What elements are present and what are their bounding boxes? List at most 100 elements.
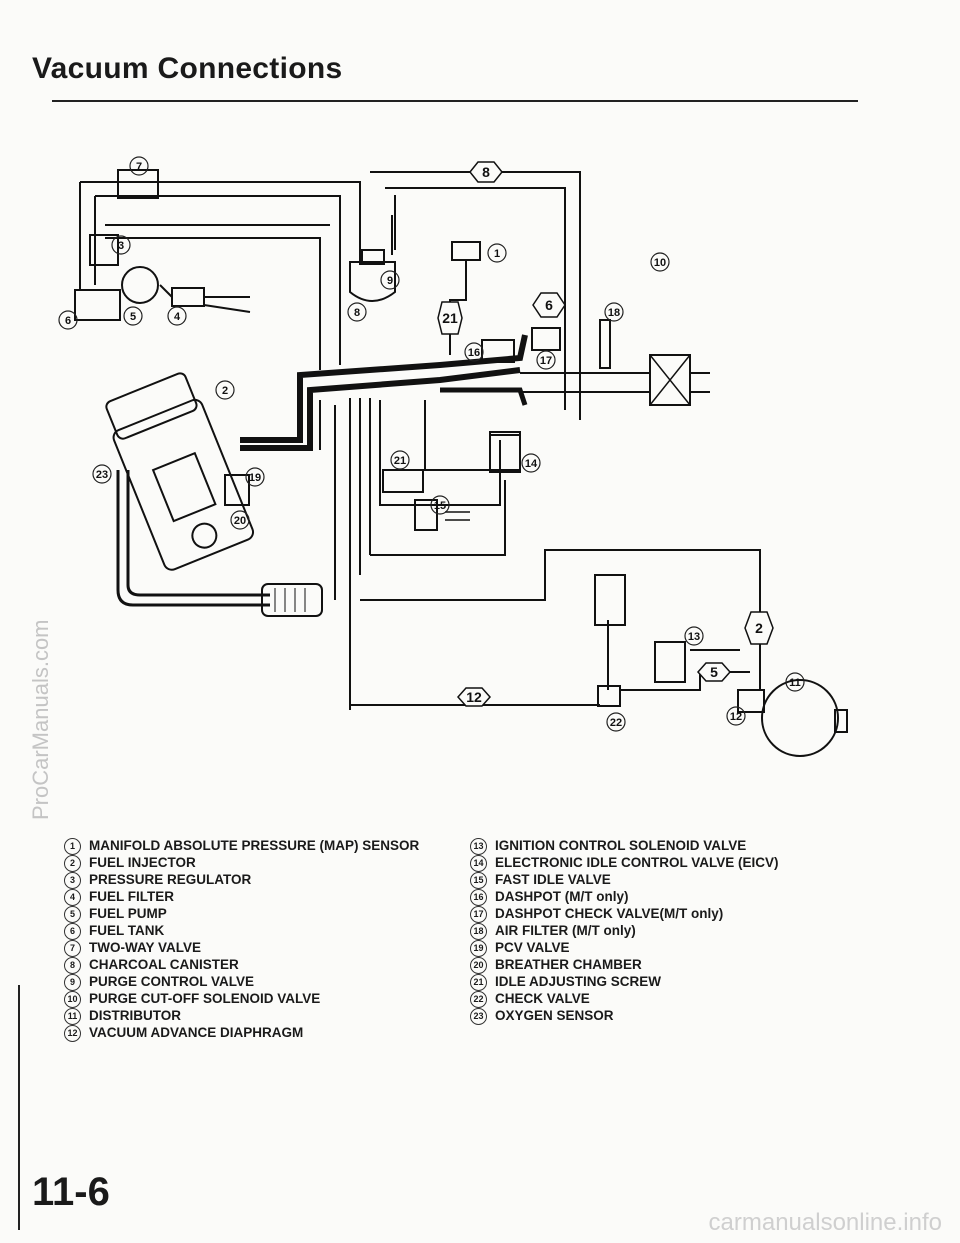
callout-8: 8 — [354, 307, 360, 319]
fuel-tank — [74, 289, 121, 321]
callout-5-circle — [123, 306, 143, 326]
legend-number: 2 — [64, 855, 81, 872]
callout-22-circle — [606, 712, 626, 732]
distributor — [761, 679, 839, 757]
callout-12-circle — [726, 706, 746, 726]
distributor-diaphragm — [737, 689, 765, 713]
hose-eicv — [370, 434, 521, 556]
legend-label: FUEL TANK — [89, 923, 165, 939]
callout-17-circle — [536, 350, 556, 370]
callout-5: 5 — [130, 311, 136, 323]
legend-item: 6 FUEL TANK — [64, 923, 419, 940]
legend-label: AIR FILTER (M/T only) — [495, 923, 636, 939]
pressure-regulator — [89, 234, 119, 266]
callout-10-circle — [650, 252, 670, 272]
legend-label: FUEL FILTER — [89, 889, 174, 905]
callout-8-circle — [347, 302, 367, 322]
legend-number: 8 — [64, 957, 81, 974]
callout-18: 18 — [608, 307, 620, 319]
callout-17: 17 — [540, 355, 552, 367]
callout-7: 7 — [136, 161, 142, 173]
callouts — [58, 156, 805, 732]
legend-label: FUEL PUMP — [89, 906, 167, 922]
legend-label: CHECK VALVE — [495, 991, 590, 1007]
legend-number: 10 — [64, 991, 81, 1008]
hose-loop-2 — [360, 549, 761, 690]
callout-11: 11 — [789, 677, 801, 689]
hose-tag-12: 12 — [466, 689, 482, 705]
legend-item: 4 FUEL FILTER — [64, 889, 419, 906]
two-way-valve — [117, 169, 159, 199]
map-sensor — [451, 241, 481, 261]
legend-label: FUEL INJECTOR — [89, 855, 196, 871]
legend-label: ELECTRONIC IDLE CONTROL VALVE (EICV) — [495, 855, 779, 871]
callout-14: 14 — [525, 458, 538, 470]
callout-23-circle — [92, 464, 112, 484]
callout-6-circle — [58, 310, 78, 330]
fuel-pump — [121, 266, 159, 304]
distributor-connector — [834, 709, 848, 733]
catalytic-converter — [261, 583, 323, 617]
eicv-body — [489, 431, 521, 473]
legend-number: 20 — [470, 957, 487, 974]
callout-1: 1 — [494, 248, 500, 260]
hose-tag-2: 2 — [755, 620, 763, 636]
hose-tag-2-shape — [744, 611, 774, 645]
callout-3: 3 — [118, 240, 124, 252]
pcv-valve — [224, 474, 250, 506]
callout-20-circle — [230, 510, 250, 530]
ignition-solenoid — [654, 641, 686, 683]
callout-19-circle — [245, 467, 265, 487]
hose-top-outer — [79, 171, 581, 420]
hose-regulator — [105, 224, 330, 370]
legend-label: MANIFOLD ABSOLUTE PRESSURE (MAP) SENSOR — [89, 838, 420, 854]
legend-label: DISTRIBUTOR — [89, 1008, 182, 1024]
callout-3-circle — [111, 235, 131, 255]
legend-number: 16 — [470, 889, 487, 906]
engine-head — [105, 372, 198, 440]
callout-11-circle — [785, 672, 805, 692]
callout-20: 20 — [234, 515, 246, 527]
legend-label: PURGE CONTROL VALVE — [89, 974, 255, 990]
charcoal-canister — [349, 261, 396, 302]
fuel-lines — [159, 284, 251, 313]
legend-number: 23 — [470, 1008, 487, 1025]
callout-13: 13 — [688, 631, 700, 643]
hose-tag-5-shape — [696, 662, 732, 682]
hose-tag-5: 5 — [710, 664, 718, 680]
callout-21-circle — [390, 450, 410, 470]
legend-label: DASHPOT CHECK VALVE(M/T only) — [495, 906, 724, 922]
hose-canister-right — [391, 195, 396, 255]
legend-number: 4 — [64, 889, 81, 906]
callout-22: 22 — [610, 717, 622, 729]
legend-number: 6 — [64, 923, 81, 940]
exhaust-pipe — [116, 470, 270, 607]
hose-tag-12-shape — [456, 687, 492, 707]
callout-16: 16 — [468, 347, 480, 359]
callout-9-circle — [380, 270, 400, 290]
hose-tag-6-shape — [532, 292, 566, 318]
legend-number: 11 — [64, 1008, 81, 1025]
legend-number: 18 — [470, 923, 487, 940]
hose-tag-6: 6 — [545, 297, 553, 313]
fast-idle-arrows — [445, 511, 470, 521]
intake-manifold — [240, 334, 528, 451]
check-valve-body — [594, 574, 626, 626]
legend-number: 17 — [470, 906, 487, 923]
purge-control-valve — [361, 249, 385, 265]
